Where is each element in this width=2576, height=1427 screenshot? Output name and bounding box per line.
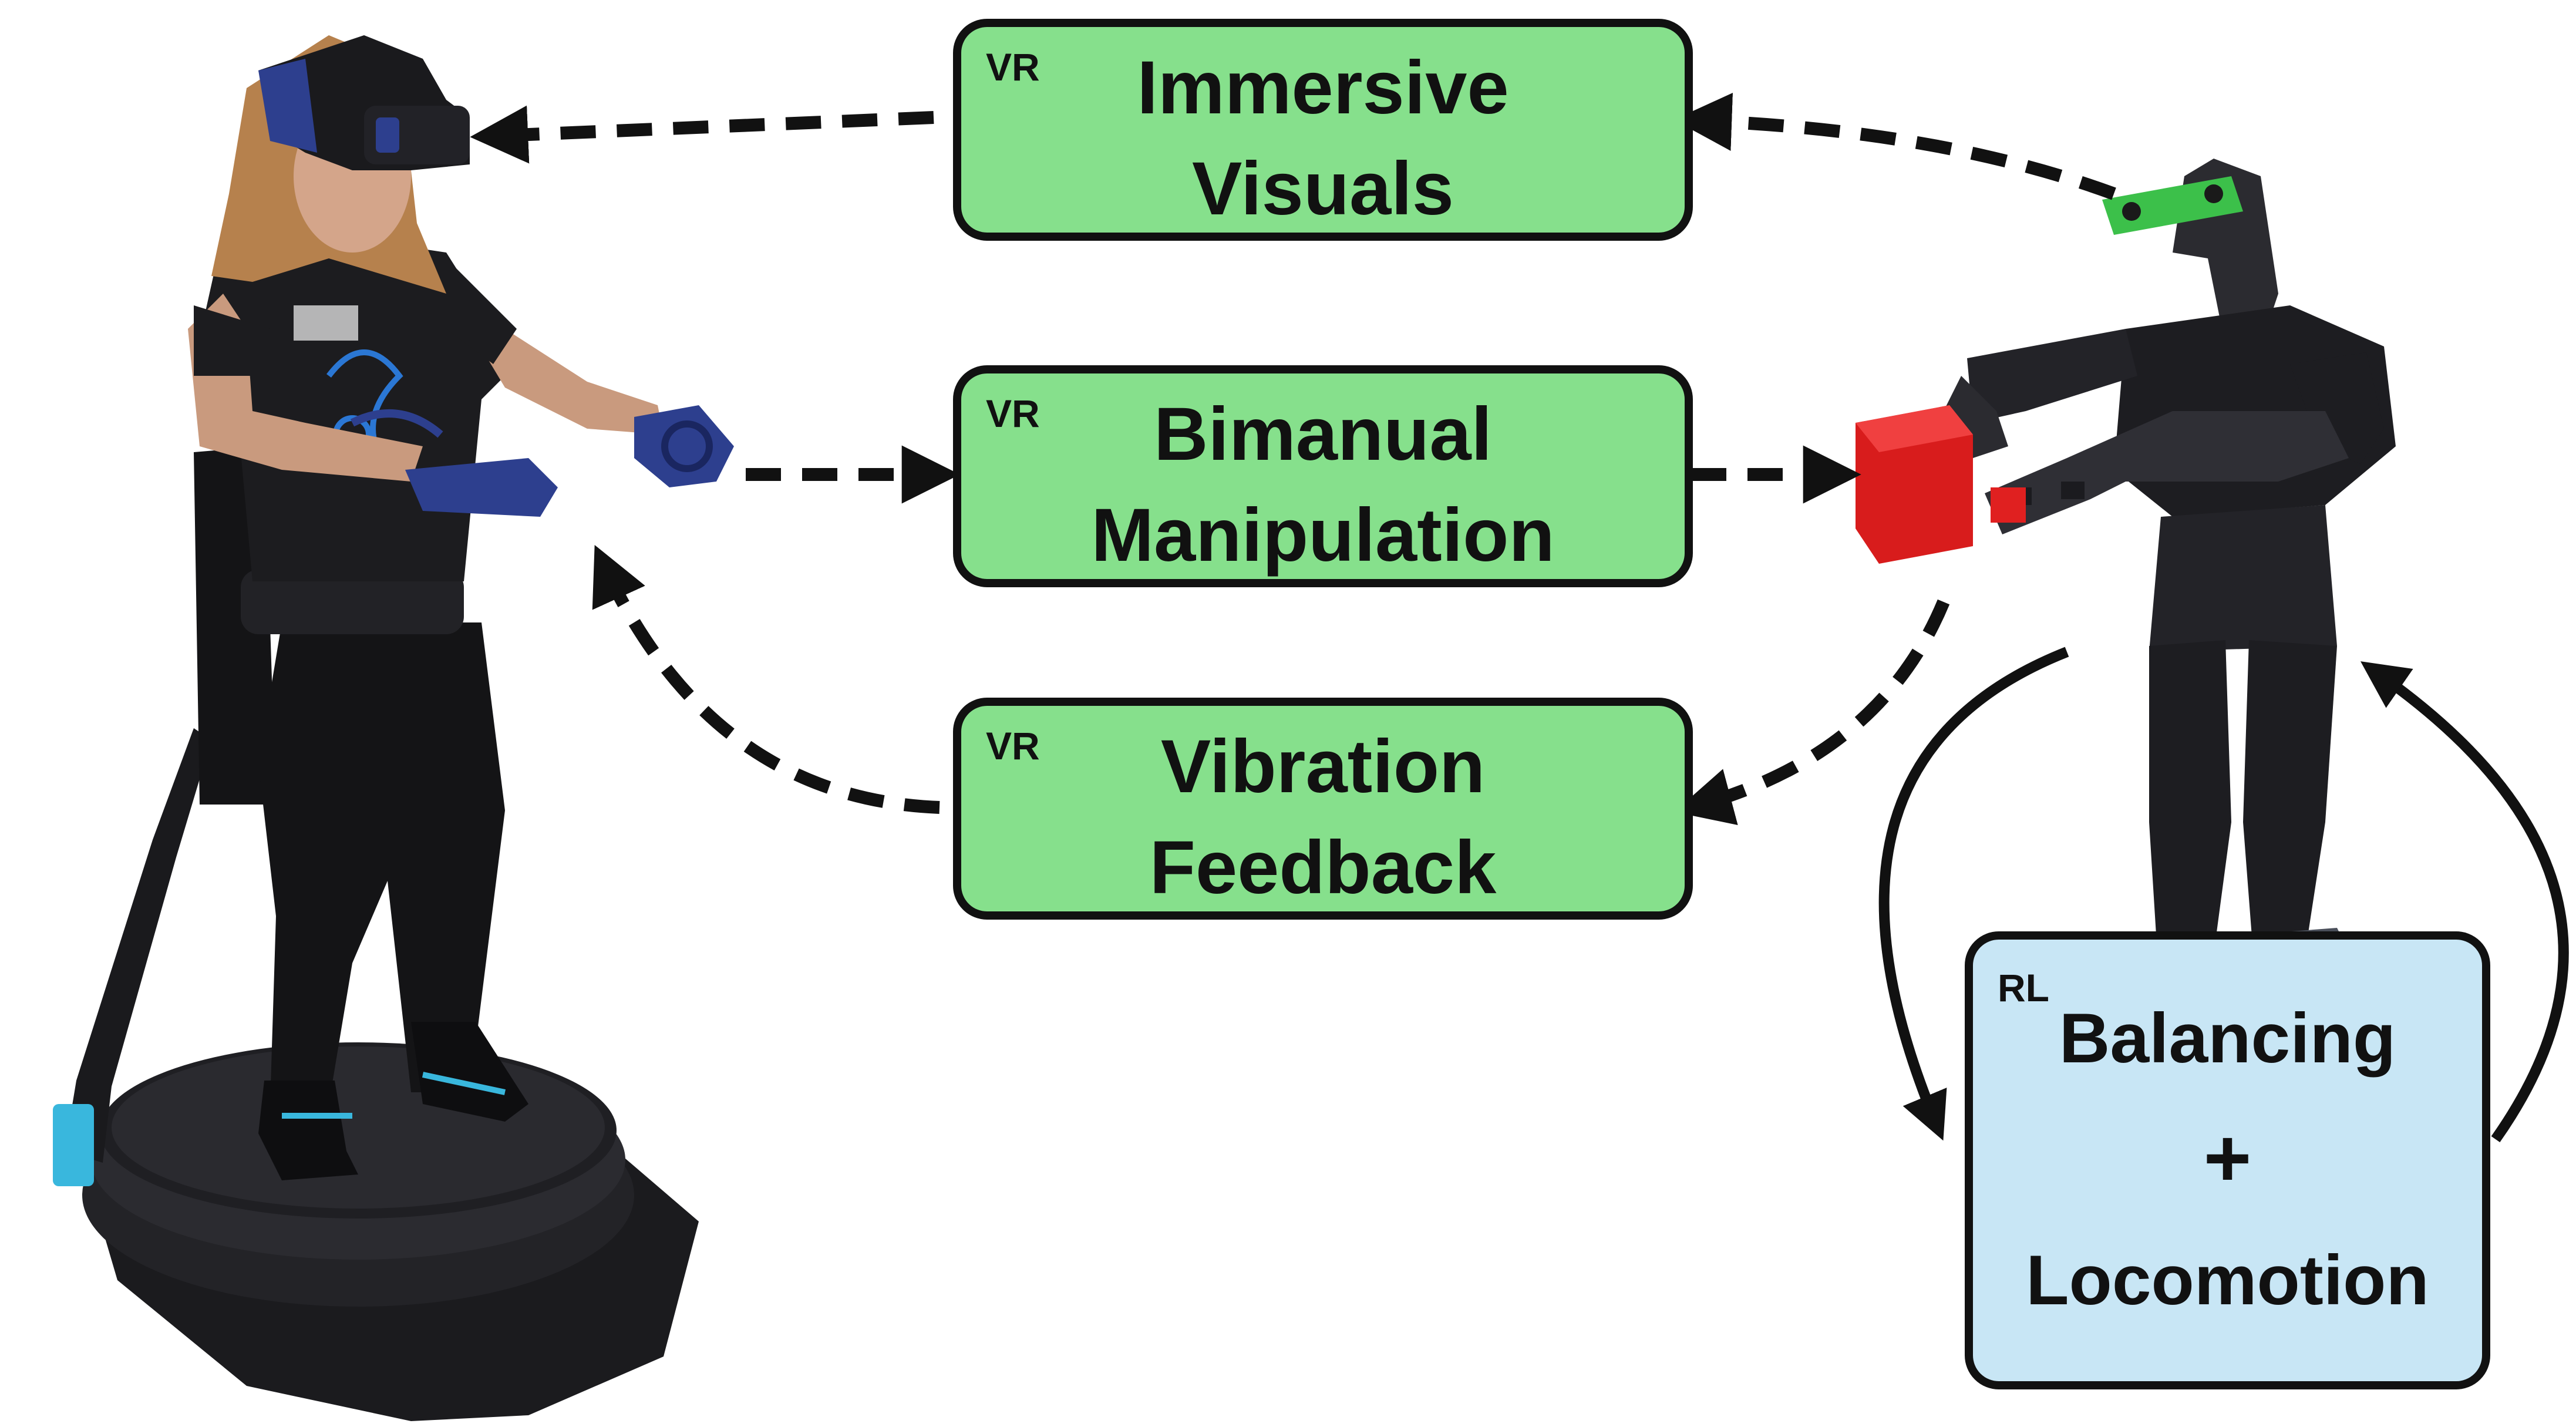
box-title-line1: Vibration <box>1160 725 1486 809</box>
box-plus-sign: + <box>2203 1112 2252 1204</box>
box-title-line3: Locomotion <box>2026 1241 2429 1320</box>
red-cube <box>1856 405 2026 564</box>
bimanual-manipulation-box: VR Bimanual Manipulation <box>953 365 1693 587</box>
balancing-locomotion-box: RL Balancing + Locomotion <box>1965 931 2490 1389</box>
humanoid-robot <box>1856 159 2396 1034</box>
box-title-line2: Manipulation <box>1091 493 1555 577</box>
vr-controller-icon <box>350 405 734 517</box>
vibration-feedback-box: VR Vibration Feedback <box>953 698 1693 920</box>
immersive-visuals-box: VR Immersive Visuals <box>953 19 1693 241</box>
left-shoe <box>258 1081 358 1180</box>
shirt-print <box>294 305 358 341</box>
vr-headset-icon <box>258 35 470 170</box>
vr-tag: VR <box>986 392 1040 435</box>
right-shoe <box>411 1022 528 1122</box>
head-sensor <box>2102 176 2243 235</box>
treadmill-base <box>53 446 699 1421</box>
box-title-line1: Bimanual <box>1153 392 1493 476</box>
rl-loop-arrows <box>1878 647 2569 1143</box>
connector-arrows <box>470 93 2116 826</box>
vr-tag: VR <box>986 724 1040 768</box>
vr-user-photo <box>53 35 734 1421</box>
vr-tag: VR <box>986 45 1040 89</box>
box-title-line1: Balancing <box>2059 999 2396 1078</box>
box-title-line1: Immersive <box>1137 46 1509 130</box>
arrow-vibration-to-user <box>592 544 940 814</box>
user-legs <box>258 622 505 1104</box>
arrow-robot-to-visuals <box>1673 93 2116 200</box>
harness-belt <box>241 570 464 634</box>
arrow-robot-to-rl <box>1878 647 2069 1141</box>
treadmill-strap-clip <box>53 1104 94 1186</box>
box-title-line2: Feedback <box>1149 826 1497 910</box>
arrow-robot-to-vibration <box>1674 599 1950 826</box>
rl-tag: RL <box>1998 966 2049 1009</box>
box-title-line2: Visuals <box>1192 147 1454 231</box>
user-right-arm <box>446 258 664 435</box>
arrow-visuals-to-user <box>470 105 934 164</box>
arrow-rl-to-robot <box>2361 661 2569 1143</box>
